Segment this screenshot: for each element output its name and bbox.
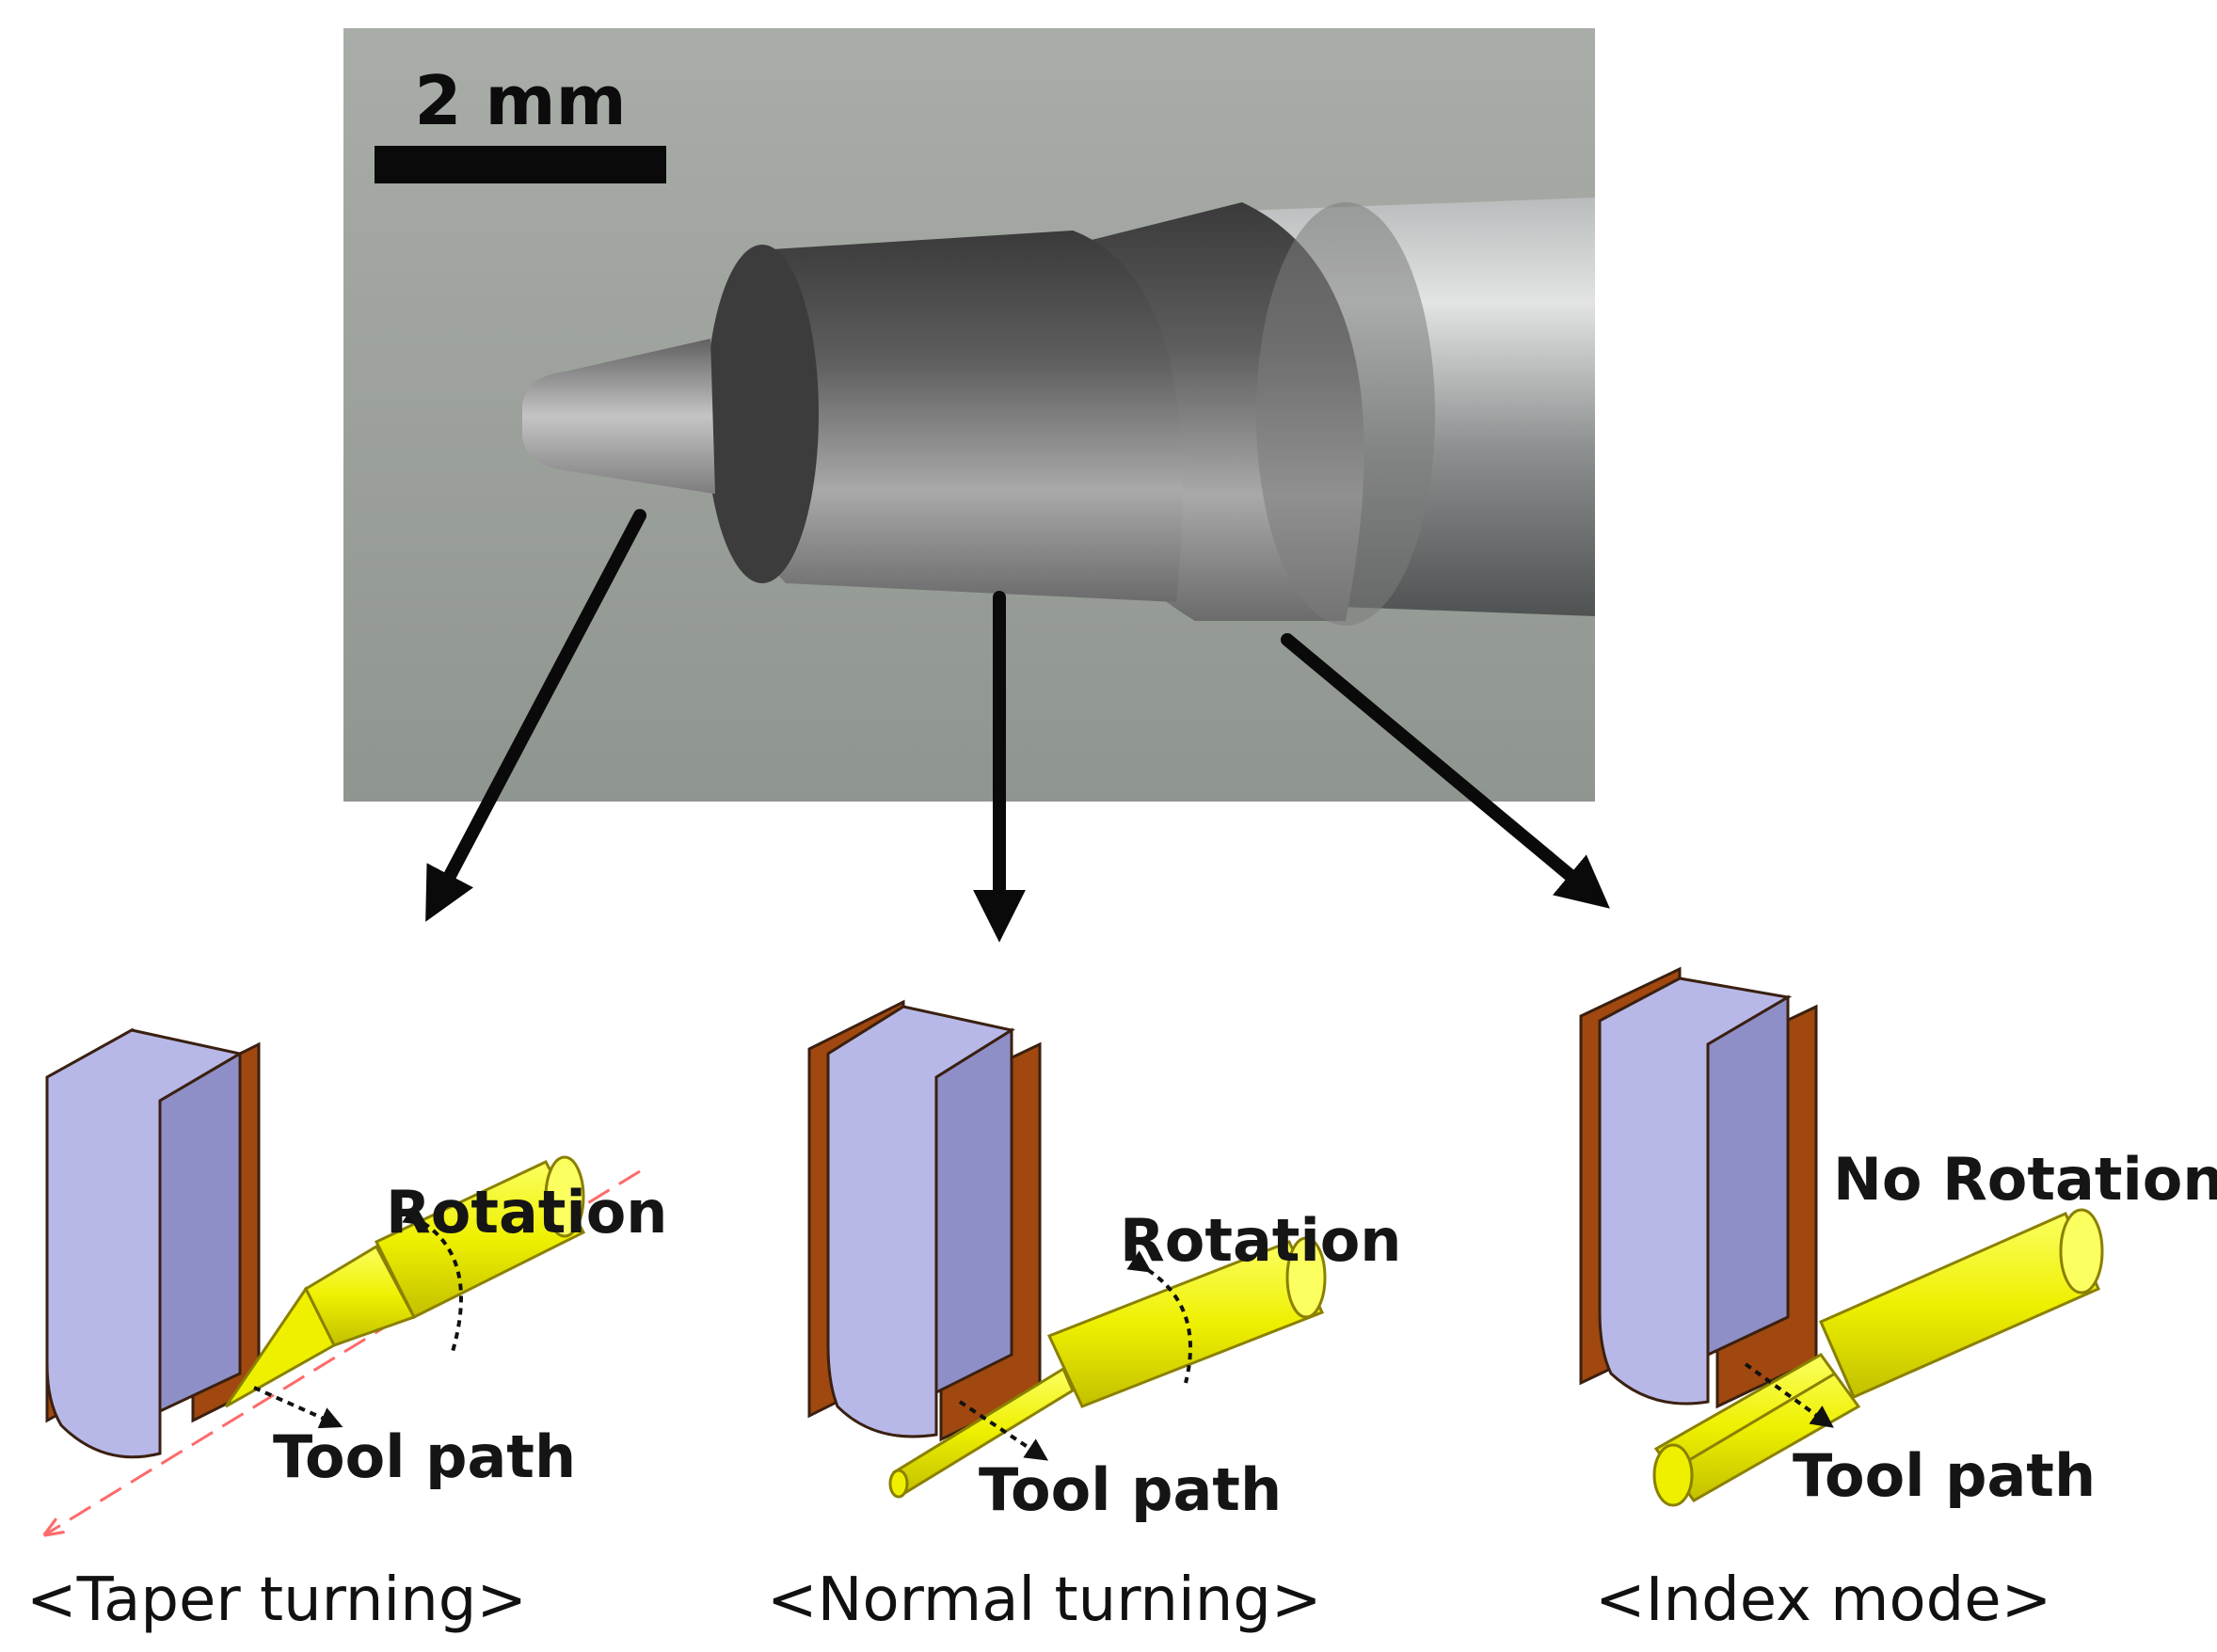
taper-workpiece	[224, 1155, 586, 1408]
arrow-to-index	[1281, 633, 1610, 909]
normal-toolpath-label: Tool path	[979, 1455, 1282, 1524]
scale-bar	[375, 146, 666, 183]
workpiece-end-face	[2059, 1208, 2104, 1295]
tool-insert-side	[1706, 994, 1790, 1358]
taper-tool	[45, 1027, 261, 1459]
normal-toolpath-arrow	[958, 1400, 1048, 1461]
panel-normal-turning: Rotation Tool path <Normal turning>	[767, 999, 1401, 1635]
arrow-to-taper	[425, 509, 646, 922]
part-boss	[723, 230, 1183, 602]
panel-taper-turning: Rotation Tool path <Taper turning>	[26, 1027, 667, 1635]
workpiece-main-body	[1046, 1240, 1325, 1408]
normal-workpiece	[888, 1236, 1327, 1499]
taper-rotation-label: Rotation	[386, 1178, 667, 1247]
workpiece-end-face	[544, 1155, 585, 1238]
workpiece-flat-face	[1683, 1372, 1836, 1465]
tool-insert-side	[158, 1051, 242, 1414]
workpiece-end-face	[1285, 1236, 1327, 1319]
workpiece-main-body	[1819, 1212, 2100, 1399]
panel-index-mode: No Rotation Tool path <Index mode>	[1579, 966, 2217, 1635]
taper-caption: <Taper turning>	[26, 1565, 527, 1635]
tool-insert-side	[934, 1027, 1013, 1395]
workpiece-pin-end	[888, 1469, 909, 1499]
collar-face	[1256, 202, 1435, 626]
index-workpiece	[1652, 1208, 2104, 1507]
normal-rotation-arrow	[1126, 1250, 1192, 1384]
index-caption: <Index mode>	[1595, 1565, 2051, 1635]
taper-toolpath-label: Tool path	[273, 1422, 576, 1491]
tool-insert	[1598, 977, 1793, 1406]
boss-face	[706, 245, 819, 583]
index-toolpath-arrow	[1744, 1362, 1834, 1428]
index-toolpath-label: Tool path	[1793, 1441, 2096, 1510]
normal-rotation-label: Rotation	[1120, 1206, 1401, 1275]
tool-insert	[45, 1028, 245, 1459]
tool-insert	[826, 1005, 1015, 1438]
taper-toolpath-arrow	[253, 1386, 343, 1429]
index-rotation-label: No Rotation	[1833, 1145, 2217, 1214]
micrograph-photo: 2 mm	[343, 28, 1595, 802]
taper-rotation-arrow	[402, 1203, 463, 1356]
index-tool	[1579, 966, 1818, 1409]
workpiece-cone	[224, 1286, 336, 1408]
workpiece-pin-end	[1652, 1443, 1694, 1507]
normal-caption: <Normal turning>	[767, 1565, 1322, 1635]
conical-tip	[522, 339, 715, 494]
normal-tool	[807, 999, 1042, 1442]
scale-bar-label: 2 mm	[414, 61, 626, 140]
callout-arrows	[425, 509, 1610, 943]
